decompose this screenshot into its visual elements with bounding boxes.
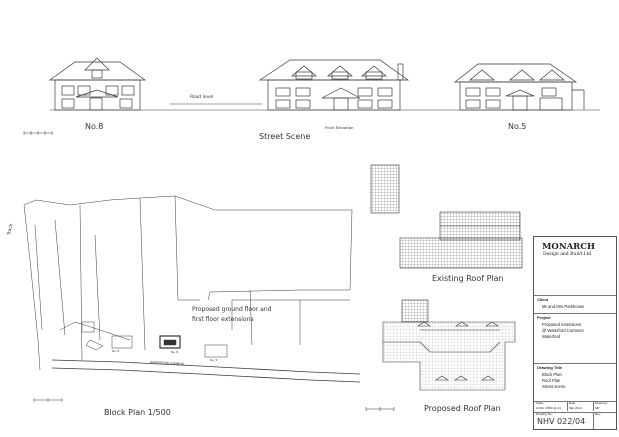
front-elevation-label: Front Elevation: [325, 125, 354, 130]
plot-label-no8: No. 8: [171, 350, 179, 354]
drawing-number: NHV 022/04: [537, 417, 586, 426]
house-no8-elevation: [48, 57, 147, 111]
proposed-roof-plan-drawing: [365, 299, 516, 411]
scale-value: 1/100, 1/500 @ A1: [536, 406, 561, 410]
date-value: Mar 2014: [569, 406, 582, 410]
drawing-title-heading: Drawing Title: [537, 365, 563, 370]
proposal-note-line2: first floor extensions: [192, 316, 254, 323]
existing-roof-plan-title: Existing Roof Plan: [432, 274, 504, 283]
scale-heading: Scale: [536, 401, 544, 405]
road-level-label: Road level: [190, 95, 214, 100]
drawn-by-value: MP: [595, 406, 600, 410]
proposed-house-elevation: [258, 59, 410, 111]
company-name: MONARCH: [542, 242, 596, 252]
house-no5-label: No.5: [508, 122, 527, 131]
block-plan-title: Block Plan 1/500: [104, 408, 171, 417]
client-heading: Client: [537, 297, 549, 302]
rev-heading: Rev.: [595, 412, 601, 416]
house-no5-elevation: [453, 63, 585, 111]
proposed-roof-plan-title: Proposed Roof Plan: [424, 404, 501, 413]
block-plan-drawing: [23, 195, 361, 402]
project-line1: Proposed extensions: [542, 322, 582, 327]
drawing-title-line3: Street scene: [542, 384, 566, 389]
project-line2: @ Waterford Common: [542, 328, 584, 333]
project-heading: Project: [537, 315, 551, 320]
plot-label-no5: No. 5: [210, 358, 218, 362]
existing-roof-plan-drawing: [370, 164, 523, 269]
date-heading: Date: [569, 401, 576, 405]
project-line3: Waterford: [542, 334, 561, 339]
client-name: Mr and Mrs Parkhouse: [542, 304, 585, 309]
company-subtitle: Design and Build Ltd: [543, 252, 592, 257]
title-block: MONARCH Design and Build Ltd Client Mr a…: [533, 236, 617, 430]
house-no8-label: No.8: [85, 122, 104, 131]
drawing-title-line2: Roof Plan: [542, 378, 561, 383]
street-scene-title: Street Scene: [259, 132, 311, 141]
plot-label-no6: No. 6: [112, 349, 120, 353]
street-scale-bar: [23, 131, 53, 135]
street-scene-drawing: [23, 57, 600, 135]
drawn-by-heading: Drawn by: [595, 401, 608, 405]
drawing-title-line1: Block Plan: [542, 372, 562, 377]
proposal-note-line1: Proposed ground floor and: [192, 306, 272, 313]
drawing-no-heading: Drawing No.: [536, 412, 553, 416]
